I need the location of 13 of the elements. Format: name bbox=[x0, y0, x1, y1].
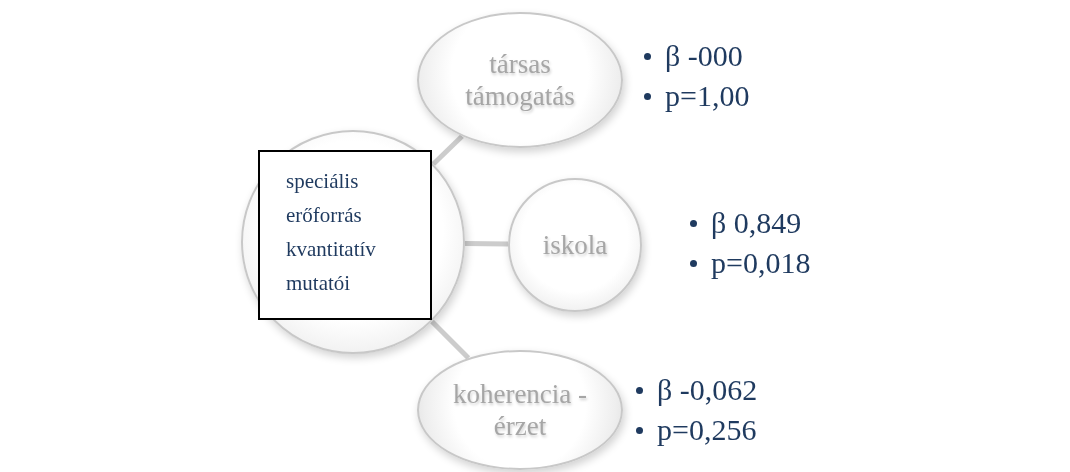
node-label: koherencia - érzet bbox=[451, 377, 589, 443]
statistic-text: β 0,849 bbox=[711, 205, 802, 241]
node-label: iskola bbox=[542, 228, 608, 262]
connector-line bbox=[430, 319, 471, 360]
node-text: speciális erőforrás kvantitatív mutatói bbox=[286, 168, 377, 297]
statistic-text: β -0,062 bbox=[657, 372, 758, 408]
node-label: társas támogatás bbox=[464, 47, 576, 113]
statistic-text: p=0,018 bbox=[711, 245, 811, 281]
statistic-text: p=1,00 bbox=[665, 78, 750, 114]
connector-line bbox=[431, 134, 464, 166]
statistic-text: p=0,256 bbox=[657, 412, 757, 448]
statistic-text: β -000 bbox=[665, 38, 743, 74]
connector-line bbox=[464, 241, 509, 247]
